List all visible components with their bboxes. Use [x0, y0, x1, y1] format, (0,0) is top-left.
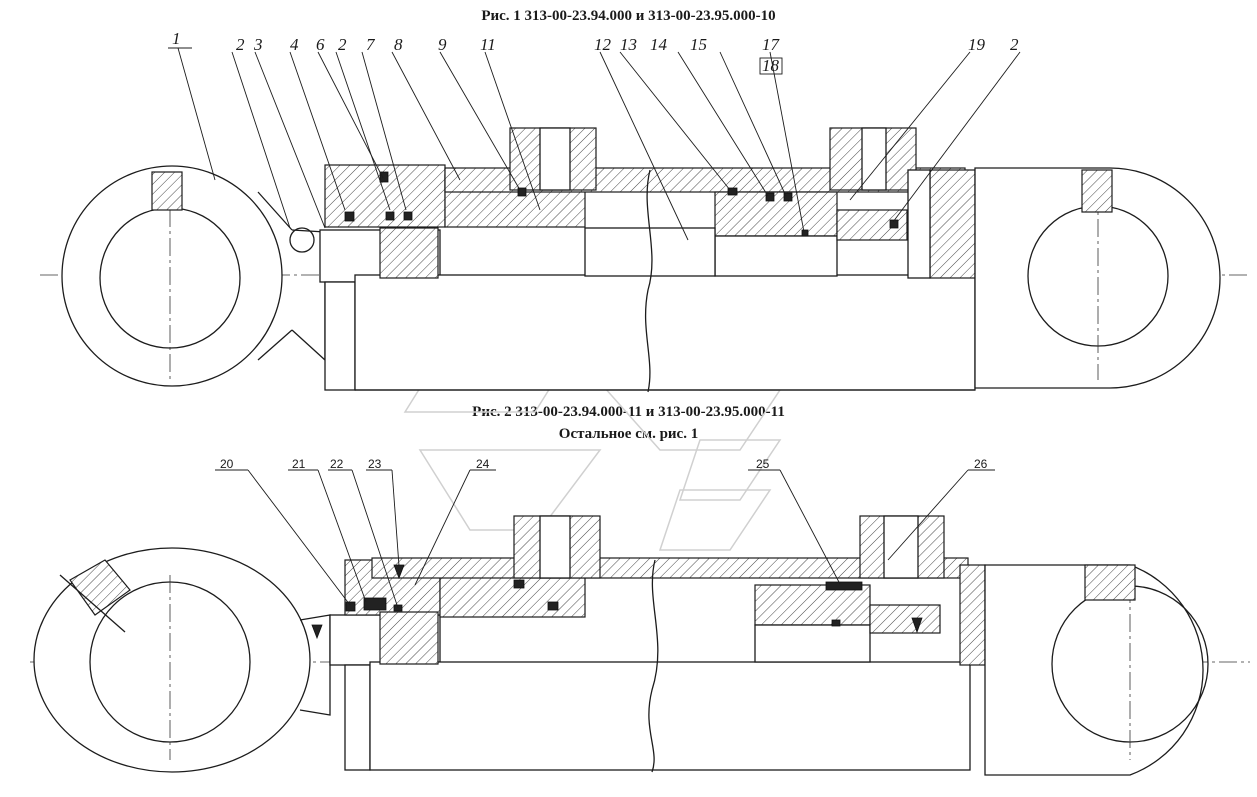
cylinder-barrel-lower — [354, 274, 976, 391]
label-14: 14 — [650, 35, 668, 54]
label-17: 17 — [762, 35, 781, 54]
label-3: 3 — [253, 35, 263, 54]
figure-2-caption: Рис. 2 313-00-23.94.000-11 и 313-00-23.9… — [472, 404, 785, 420]
label-2b: 2 — [338, 35, 347, 54]
label-24: 24 — [476, 457, 490, 471]
label-4: 4 — [290, 35, 299, 54]
figure-1-caption: Рис. 1 313-00-23.94.000 и 313-00-23.95.0… — [481, 8, 776, 24]
end-cap-2 — [959, 564, 986, 666]
figure-2-note: Остальное см. рис. 1 — [558, 426, 699, 442]
clevis-eye-right — [974, 167, 1221, 389]
rod-end-collar — [324, 281, 356, 391]
end-cap — [929, 169, 976, 279]
label-22: 22 — [330, 457, 344, 471]
label-7: 7 — [366, 35, 376, 54]
label-20: 20 — [220, 457, 234, 471]
label-19: 19 — [968, 35, 986, 54]
label-12: 12 — [594, 35, 612, 54]
label-15: 15 — [690, 35, 707, 54]
label-13: 13 — [620, 35, 637, 54]
label-2c: 2 — [1010, 35, 1019, 54]
label-9: 9 — [438, 35, 447, 54]
label-8: 8 — [394, 35, 403, 54]
label-18: 18 — [762, 56, 780, 75]
label-6: 6 — [316, 35, 325, 54]
label-1: 1 — [172, 29, 181, 48]
clevis-eye-right-2 — [984, 564, 1204, 776]
rod-eye-left — [61, 165, 283, 387]
label-25: 25 — [756, 457, 770, 471]
label-2: 2 — [236, 35, 245, 54]
label-26: 26 — [974, 457, 988, 471]
figure-1-cylinder: 1 2 3 4 6 2 7 8 9 11 12 13 14 15 17 18 1… — [40, 29, 1250, 393]
label-21: 21 — [292, 457, 306, 471]
piston-2 — [754, 584, 871, 626]
cylinder-barrel-lower-2 — [369, 661, 971, 771]
label-11: 11 — [480, 35, 496, 54]
label-23: 23 — [368, 457, 382, 471]
figure-2-cylinder: 20 21 22 23 24 25 26 — [30, 457, 1250, 776]
piston — [714, 191, 838, 237]
